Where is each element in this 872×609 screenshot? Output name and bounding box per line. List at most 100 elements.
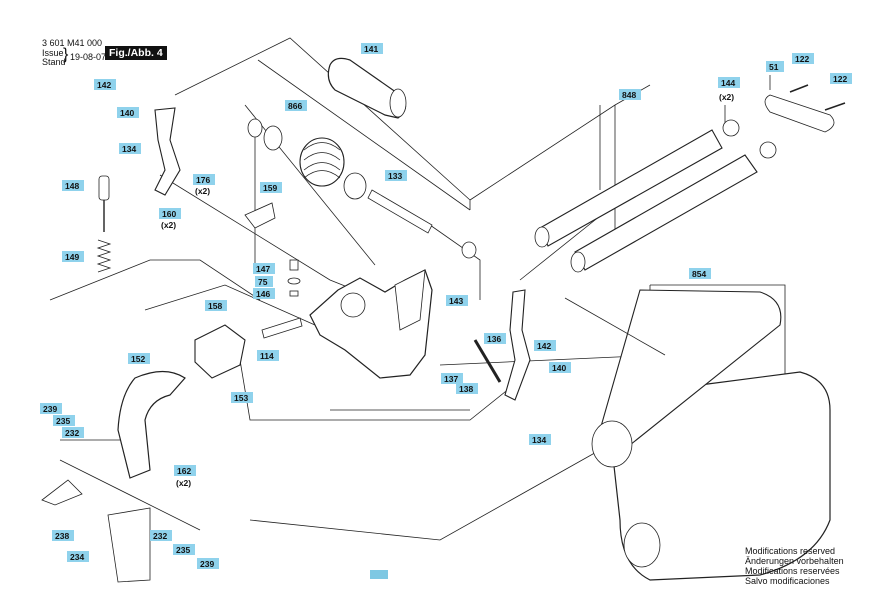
part-122-screw-b <box>824 102 846 111</box>
svg-text:133: 133 <box>388 171 402 181</box>
svg-text:239: 239 <box>200 559 214 569</box>
callout-866: 866 <box>285 100 307 111</box>
svg-text:148: 148 <box>65 181 79 191</box>
part-148-knob <box>98 175 110 201</box>
callout-140-b: 140 <box>549 362 571 373</box>
svg-text:234: 234 <box>70 552 84 562</box>
part-122-screw-a <box>789 84 809 93</box>
callout-232-a: 232 <box>62 427 84 438</box>
callout-143: 143 <box>446 295 468 306</box>
callout-147: 147 <box>253 263 275 274</box>
svg-text:149: 149 <box>65 252 79 262</box>
part-866-ring <box>263 125 283 151</box>
callout-162: 162(x2) <box>174 465 196 488</box>
stand-label: Stand <box>42 57 66 67</box>
callout-854: 854 <box>689 268 711 279</box>
part-234-cover <box>107 507 151 583</box>
callout-122-b: 122 <box>830 73 852 84</box>
svg-text:866: 866 <box>288 101 302 111</box>
callout-144: 144 (x2) <box>718 77 740 102</box>
part-141-end <box>389 88 407 118</box>
part-144-star-a <box>722 119 740 137</box>
footer-tab <box>370 570 388 579</box>
callout-149: 149 <box>62 251 84 262</box>
callout-234: 234 <box>67 551 89 562</box>
note-fr: Modifications reservées <box>745 566 840 576</box>
callout-153: 153 <box>231 392 253 403</box>
svg-text:75: 75 <box>258 277 268 287</box>
note-es: Salvo modificaciones <box>745 576 830 586</box>
svg-text:143: 143 <box>449 296 463 306</box>
callout-152: 152 <box>128 353 150 364</box>
svg-text:51: 51 <box>769 62 779 72</box>
callout-239-a: 239 <box>40 403 62 414</box>
svg-text:152: 152 <box>131 354 145 364</box>
svg-text:235: 235 <box>176 545 190 555</box>
svg-text:142: 142 <box>537 341 551 351</box>
note-de: Änderungen vorbehalten <box>745 556 844 566</box>
part-140-lever-top <box>154 107 181 196</box>
svg-text:136: 136 <box>487 334 501 344</box>
part-152-chute <box>117 370 186 479</box>
part-866-coils <box>303 142 341 179</box>
callout-75: 75 <box>255 276 273 287</box>
callout-51: 51 <box>766 61 784 72</box>
part-866-spring <box>299 137 345 187</box>
callout-160: 160(x2) <box>159 208 181 230</box>
svg-text:159: 159 <box>263 183 277 193</box>
svg-text:144: 144 <box>721 78 735 88</box>
callout-134-a: 134 <box>119 143 141 154</box>
svg-text:114: 114 <box>260 351 274 361</box>
svg-text:(x2): (x2) <box>719 92 734 102</box>
callout-148: 148 <box>62 180 84 191</box>
callout-140-a: 140 <box>117 107 139 118</box>
svg-text:(x2): (x2) <box>195 186 210 196</box>
svg-text:134: 134 <box>532 435 546 445</box>
part-854-coupler <box>591 420 633 468</box>
svg-text:153: 153 <box>234 393 248 403</box>
svg-text:239: 239 <box>43 404 57 414</box>
callout-133: 133 <box>385 170 407 181</box>
callout-138: 138 <box>456 383 478 394</box>
part-866-bushing <box>343 172 367 200</box>
part-140-lever-bottom <box>504 289 531 401</box>
svg-text:848: 848 <box>622 90 636 100</box>
callout-235-a: 235 <box>53 415 75 426</box>
callout-848: 848 <box>619 89 641 100</box>
svg-text:122: 122 <box>833 74 847 84</box>
callout-141: 141 <box>361 43 383 54</box>
part-866-washer <box>247 118 263 138</box>
svg-text:232: 232 <box>65 428 79 438</box>
svg-text:146: 146 <box>256 289 270 299</box>
svg-text:137: 137 <box>444 374 458 384</box>
part-133-bushing <box>461 241 477 259</box>
svg-text:160: 160 <box>162 209 176 219</box>
part-147-screw <box>289 259 299 271</box>
callout-137: 137 <box>441 373 463 384</box>
part-136-pin <box>473 339 502 383</box>
svg-text:140: 140 <box>552 363 566 373</box>
svg-text:(x2): (x2) <box>176 478 191 488</box>
callout-122-a: 122 <box>792 53 814 64</box>
note-en: Modifications reserved <box>745 546 836 556</box>
callout-235-b: 235 <box>173 544 195 555</box>
svg-text:238: 238 <box>55 531 69 541</box>
callout-146: 146 <box>253 288 275 299</box>
part-114-plate <box>261 317 303 339</box>
callout-232-b: 232 <box>150 530 172 541</box>
part-238-flap <box>41 479 83 506</box>
svg-text:235: 235 <box>56 416 70 426</box>
part-854-tie <box>564 297 666 356</box>
issue-date: 19-08-07 <box>70 52 107 62</box>
callout-142-b: 142 <box>534 340 556 351</box>
callout-142-a: 142 <box>94 79 116 90</box>
callout-176: 176(x2) <box>193 174 215 196</box>
part-51-bracket <box>764 94 835 133</box>
svg-text:142: 142 <box>97 80 111 90</box>
part-159-bracket <box>244 202 276 229</box>
svg-text:138: 138 <box>459 384 473 394</box>
svg-text:140: 140 <box>120 108 134 118</box>
svg-text:232: 232 <box>153 531 167 541</box>
part-146-nut <box>289 290 299 297</box>
part-144-star-b <box>759 141 777 159</box>
